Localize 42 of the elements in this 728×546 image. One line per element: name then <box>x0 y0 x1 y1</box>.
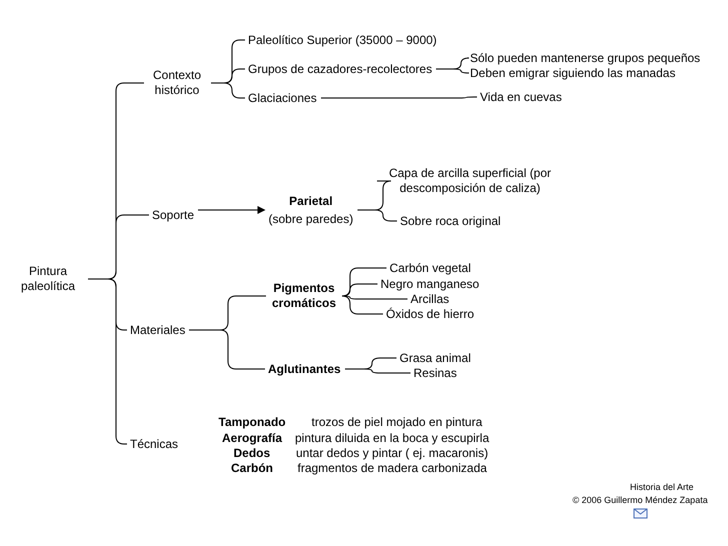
concept-text: Glaciaciones <box>248 90 317 106</box>
technique-description: pintura diluida en la boca y escupirla <box>295 430 490 446</box>
concept-text: Grupos de cazadores-recolectores <box>248 62 432 76</box>
credit-text: Historia del Arte <box>630 480 694 494</box>
concept-text: Aglutinantes <box>268 362 341 376</box>
concept-text: Carbón vegetal <box>390 260 471 276</box>
concept-text: Sobre roca original <box>400 214 501 228</box>
technique-description: untar dedos y pintar ( ej. macaronis) <box>296 446 488 460</box>
technique-description: trozos de piel mojado en pintura <box>312 414 482 430</box>
brace-connector <box>342 284 378 296</box>
concept-text: Arcillas <box>410 292 450 306</box>
concept-text: Contexto histórico <box>147 68 207 98</box>
credit-text: © 2006 Guillermo Méndez Zapata <box>572 494 708 507</box>
concept-text: Grasa animal <box>400 350 471 366</box>
concept-text: Deben emigrar siguiendo las manadas <box>470 66 676 80</box>
concept-text: Vida en cuevas <box>480 90 562 104</box>
concept-text: Capa de arcilla superficial (por descomposición de caliza) <box>380 166 560 196</box>
brace-connector <box>342 296 384 314</box>
brace-connector <box>188 330 266 370</box>
concept-text: Soporte <box>152 208 194 222</box>
concept-text: Negro manganeso <box>380 276 480 292</box>
concept-text: Materiales <box>130 322 186 338</box>
concept-text: Parietal (sobre paredes) <box>268 194 354 226</box>
arrow <box>198 206 266 214</box>
concept-text: Pigmentos cromáticos <box>269 281 339 311</box>
brace-connector <box>436 68 470 74</box>
concept-text: Sólo pueden mantenerse grupos pequeños <box>470 50 700 66</box>
technique-description: fragmentos de madera carbonizada <box>298 460 487 476</box>
technique-term: Carbón <box>231 460 273 476</box>
concept-text: Pintura paleolítica <box>12 264 84 294</box>
technique-term: Dedos <box>234 446 270 460</box>
concept-text: Óxidos de hierro <box>386 306 474 322</box>
brace-connector <box>344 368 411 374</box>
concept-text: Paleolítico Superior (35000 – 9000) <box>248 32 437 48</box>
brace-connector <box>320 96 478 98</box>
brace-connector <box>357 210 398 222</box>
concept-text: Resinas <box>414 366 457 380</box>
brace-connector <box>210 82 246 98</box>
concept-text: Técnicas <box>130 436 178 452</box>
technique-term: Tamponado <box>218 414 286 430</box>
brace-connector <box>342 296 408 300</box>
technique-term: Aerografía <box>222 430 282 446</box>
